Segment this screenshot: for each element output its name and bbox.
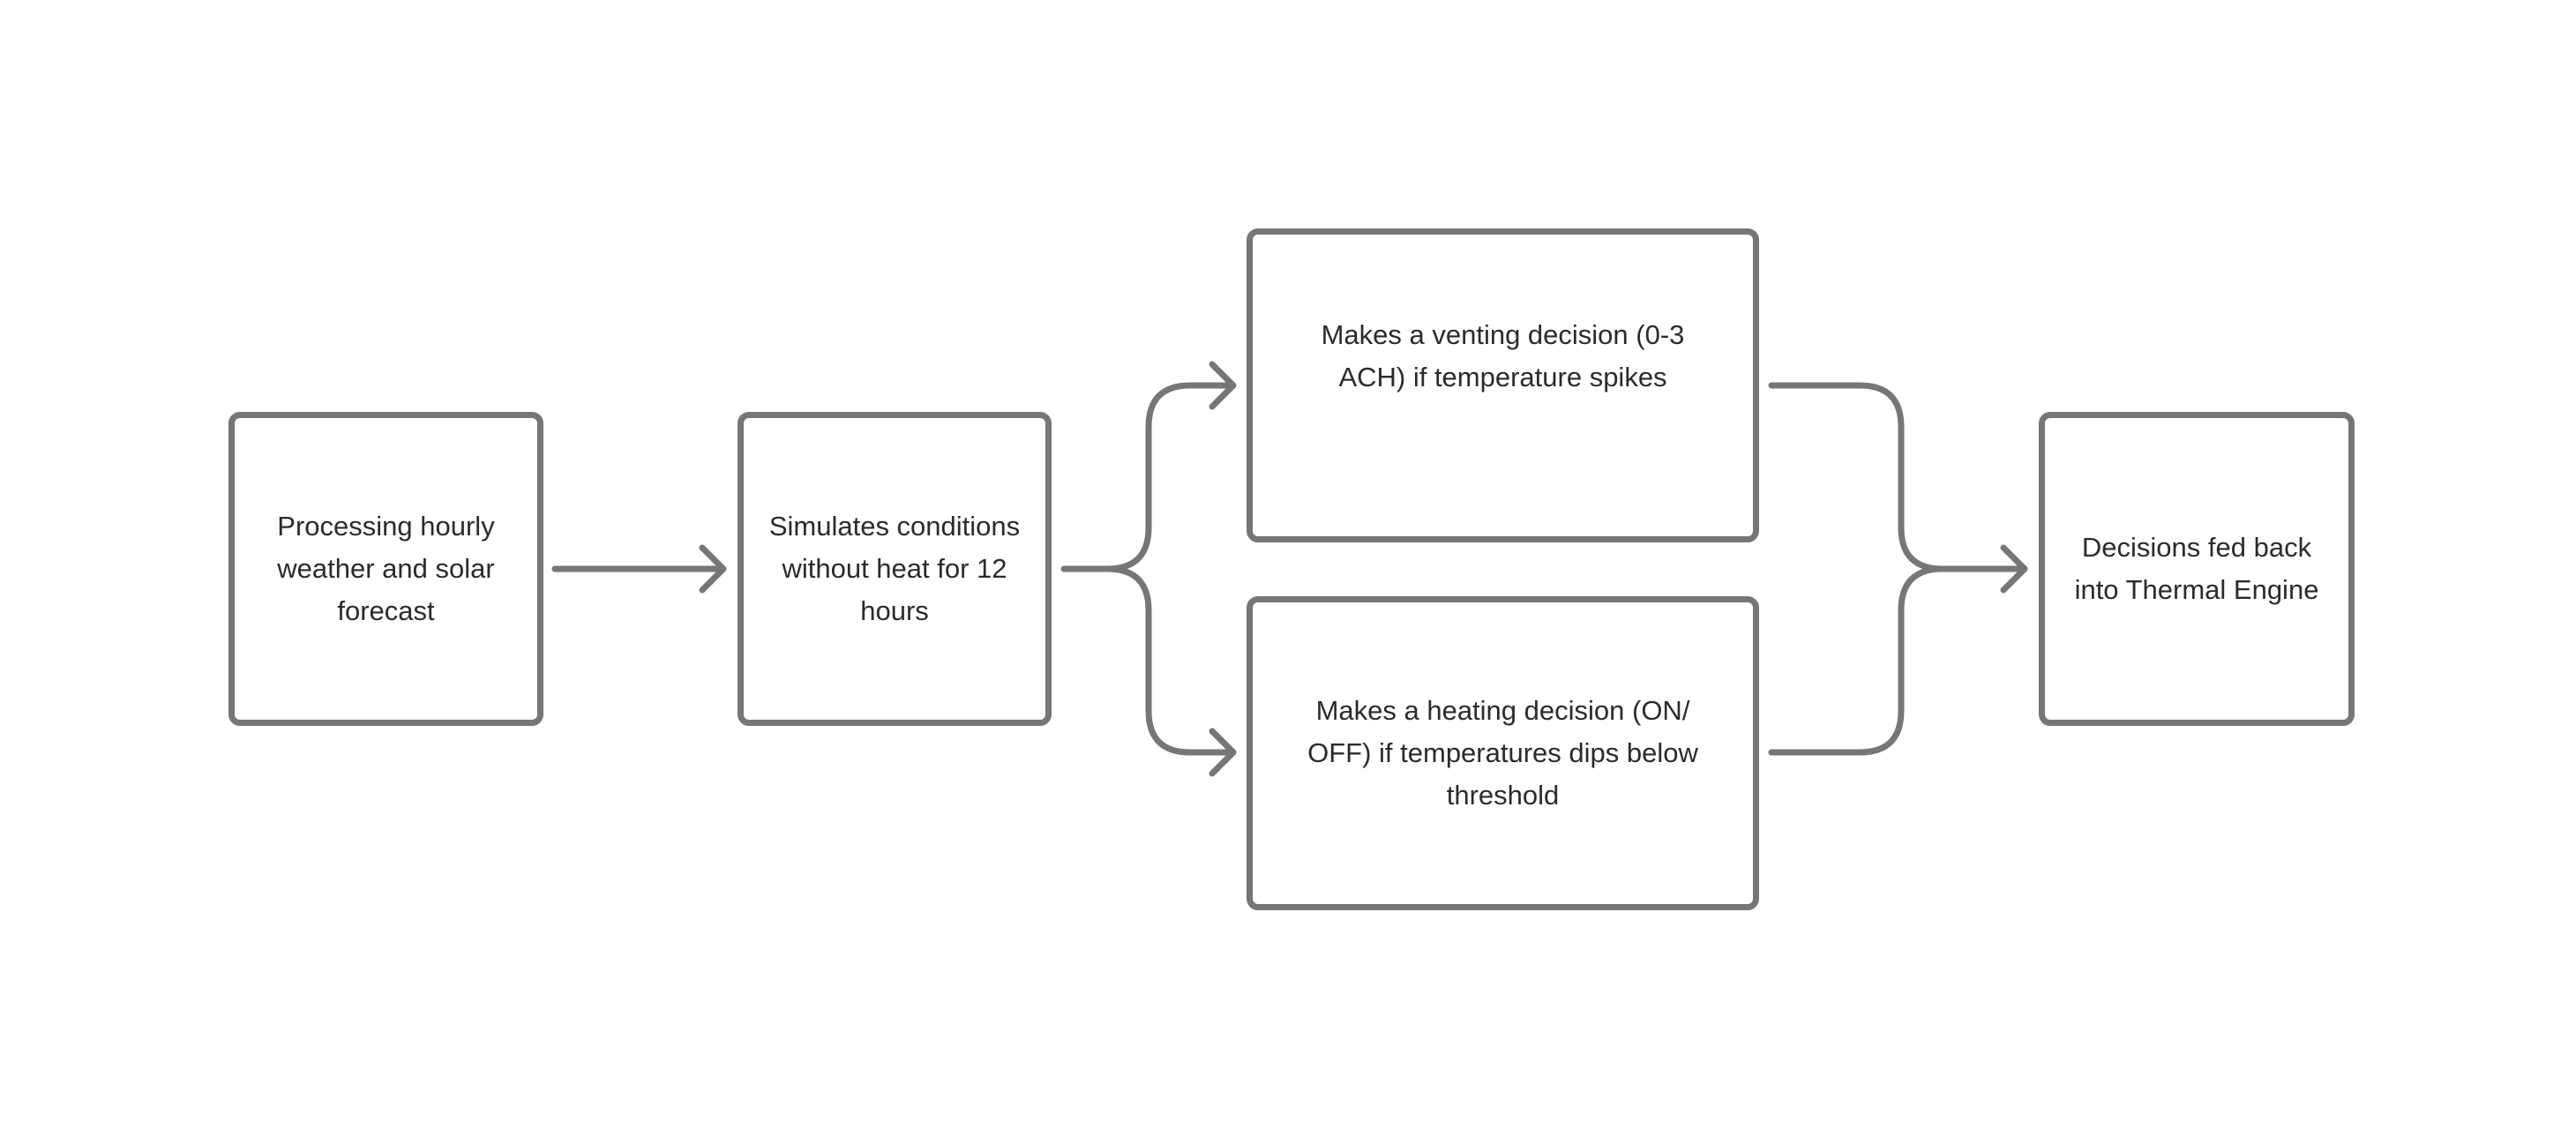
node-feedback-thermal-engine-label: Decisions fed back into Thermal Engine bbox=[2074, 532, 2319, 605]
connector-n2-n4 bbox=[1104, 565, 1235, 756]
node-heating-decision-label: Makes a heating decision (ON/ OFF) if te… bbox=[1307, 695, 1698, 811]
arrowhead-n5 bbox=[2000, 544, 2028, 594]
node-simulate-conditions: Simulates conditions without heat for 12… bbox=[738, 412, 1052, 726]
node-simulate-conditions-label: Simulates conditions without heat for 12… bbox=[768, 511, 1021, 626]
node-process-forecast: Processing hourly weather and solar fore… bbox=[228, 412, 543, 726]
node-heating-decision: Makes a heating decision (ON/ OFF) if te… bbox=[1247, 596, 1759, 910]
arrowhead-n1-n2 bbox=[699, 544, 727, 594]
node-feedback-thermal-engine: Decisions fed back into Thermal Engine bbox=[2039, 412, 2355, 726]
connector-n2-n3 bbox=[1060, 382, 1235, 572]
node-process-forecast-label: Processing hourly weather and solar fore… bbox=[277, 511, 495, 626]
arrowhead-n2-n3 bbox=[1209, 361, 1237, 410]
connector-n4-n5 bbox=[1768, 565, 1946, 756]
node-venting-decision: Makes a venting decision (0-3 ACH) if te… bbox=[1247, 228, 1759, 542]
connector-n3-n5 bbox=[1768, 382, 2026, 572]
arrowhead-n2-n4 bbox=[1209, 728, 1237, 777]
node-venting-decision-label: Makes a venting decision (0-3 ACH) if te… bbox=[1321, 319, 1685, 392]
